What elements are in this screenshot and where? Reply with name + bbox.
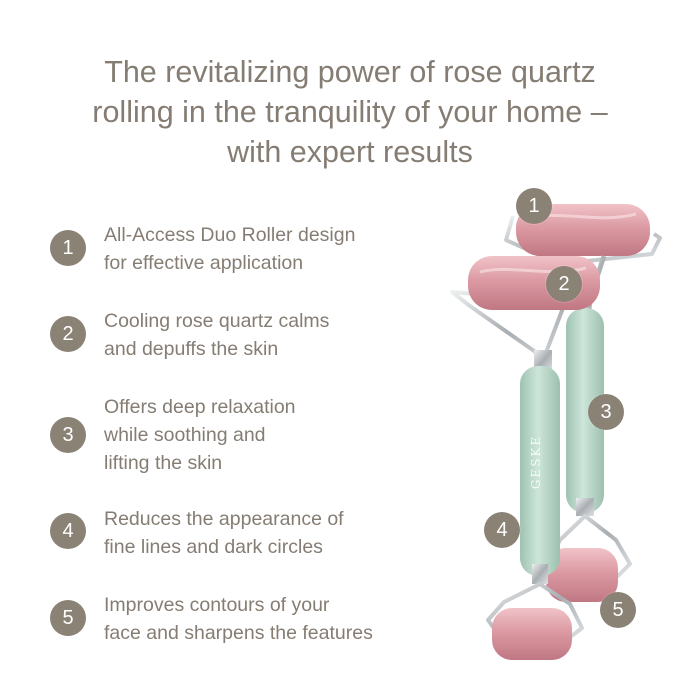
feature-number-badge: 5 — [50, 600, 86, 636]
feature-text: Cooling rose quartz calms and depuffs th… — [104, 307, 444, 363]
feature-line: All-Access Duo Roller design — [104, 224, 356, 246]
feature-text: Offers deep relaxation while soothing an… — [104, 393, 444, 477]
feature-line: fine lines and dark circles — [104, 536, 323, 558]
feature-number-badge: 1 — [50, 230, 86, 266]
feature-line: Reduces the appearance of — [104, 508, 344, 530]
back-roller-small-stone — [546, 548, 618, 602]
duo-roller-illustration: GESKE — [450, 204, 662, 660]
back-roller-frame — [504, 215, 662, 266]
headline-line-2: rolling in the tranquility of your home … — [92, 95, 608, 129]
feature-line: while soothing and — [104, 424, 266, 446]
callout-badge-1: 1 — [516, 188, 552, 224]
callout-badge-2: 2 — [546, 266, 582, 302]
brand-text: GESKE — [529, 435, 543, 489]
headline-line-3: with expert results — [227, 135, 473, 169]
duo-roller-product-image: GESKE 1 2 3 4 5 — [440, 180, 680, 680]
feature-line: Improves contours of your — [104, 594, 330, 616]
headline-line-1: The revitalizing power of rose quartz — [104, 55, 596, 89]
feature-line: Cooling rose quartz calms — [104, 310, 330, 332]
front-roller-handle — [520, 366, 560, 576]
headline: The revitalizing power of rose quartz ro… — [20, 52, 680, 172]
feature-text: All-Access Duo Roller design for effecti… — [104, 221, 444, 277]
feature-number-badge: 3 — [50, 417, 86, 453]
feature-text: Reduces the appearance of fine lines and… — [104, 505, 444, 561]
feature-text: Improves contours of your face and sharp… — [104, 591, 444, 647]
feature-line: lifting the skin — [104, 452, 223, 474]
feature-line: and depuffs the skin — [104, 338, 279, 360]
feature-line: Offers deep relaxation — [104, 396, 296, 418]
feature-list: 1 All-Access Duo Roller design for effec… — [50, 224, 373, 644]
feature-line: face and sharpens the features — [104, 622, 373, 644]
front-roller-small-stone — [492, 608, 572, 660]
feature-number-badge: 4 — [50, 513, 86, 549]
callout-badge-5: 5 — [600, 592, 636, 628]
callout-badge-3: 3 — [588, 394, 624, 430]
back-roller-handle — [566, 308, 604, 513]
callout-badge-4: 4 — [484, 512, 520, 548]
feature-line: for effective application — [104, 252, 304, 274]
feature-number-badge: 2 — [50, 316, 86, 352]
